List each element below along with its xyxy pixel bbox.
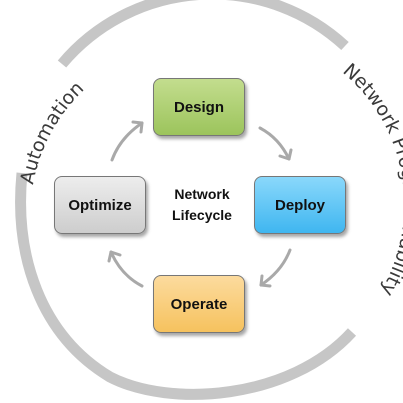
stage-operate-label: Operate bbox=[170, 295, 228, 313]
center-title: Network Lifecycle bbox=[148, 184, 256, 226]
stage-design: Design bbox=[153, 78, 245, 136]
arrow-optimize-to-design-head bbox=[131, 120, 144, 134]
stage-optimize-label: Optimize bbox=[68, 196, 132, 214]
stage-operate: Operate bbox=[153, 275, 245, 333]
ring-label-left: Automation bbox=[16, 77, 88, 186]
stage-deploy-label: Deploy bbox=[274, 196, 325, 214]
arrow-optimize-to-design bbox=[110, 121, 144, 162]
center-title-line2: Lifecycle bbox=[172, 207, 232, 223]
center-title-line1: Network bbox=[174, 186, 230, 202]
ring-arc-top bbox=[57, 0, 349, 68]
ring-label-right: Network Programmability bbox=[339, 59, 403, 300]
arrow-operate-to-optimize-head bbox=[107, 250, 122, 263]
arrow-design-to-deploy-head bbox=[278, 148, 293, 161]
stage-deploy: Deploy bbox=[254, 176, 346, 234]
stage-optimize: Optimize bbox=[54, 176, 146, 234]
arrow-deploy-to-operate bbox=[259, 248, 292, 287]
arrow-deploy-to-operate-head bbox=[259, 274, 272, 288]
stage-design-label: Design bbox=[173, 98, 224, 116]
ring-arc-bottom bbox=[15, 172, 357, 400]
arrow-design-to-deploy bbox=[258, 126, 291, 161]
arrow-operate-to-optimize bbox=[109, 250, 144, 288]
